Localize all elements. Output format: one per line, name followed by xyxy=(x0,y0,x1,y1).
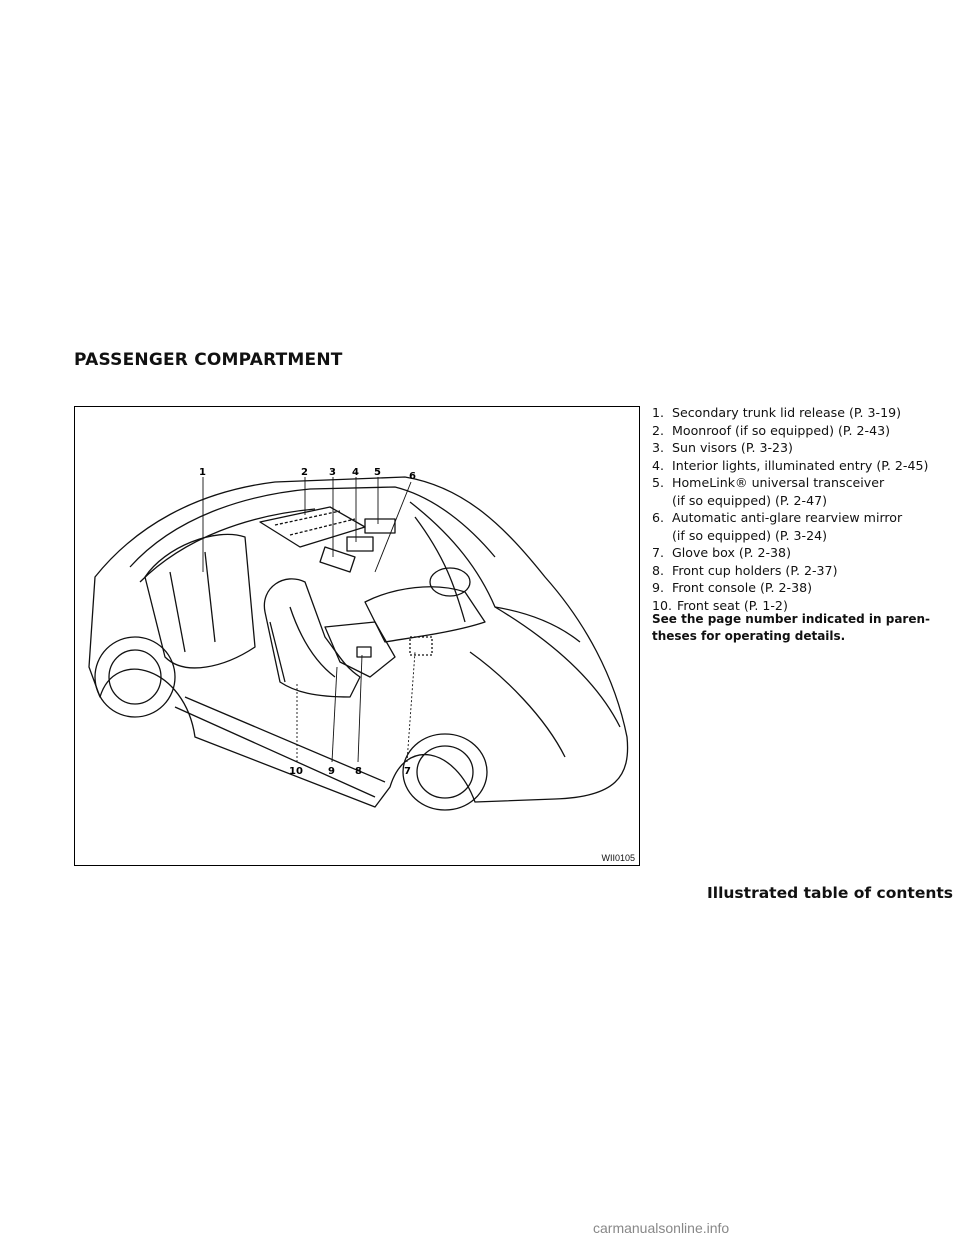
front-wheel xyxy=(402,733,488,811)
callout-1: 1 xyxy=(199,467,206,478)
cup-holder xyxy=(356,646,372,658)
rear-seat xyxy=(144,533,256,669)
legend-item: 6.Automatic anti-glare rearview mirror xyxy=(652,510,903,525)
page-footer: Illustrated table of contents0-5 xyxy=(707,883,960,903)
watermark: carmanualsonline.info xyxy=(593,1220,730,1236)
callout-4: 4 xyxy=(352,467,359,478)
callout-6: 6 xyxy=(409,471,416,482)
callout-9: 9 xyxy=(328,766,335,777)
rear-wheel xyxy=(94,636,176,718)
callout-5: 5 xyxy=(374,467,381,478)
legend-item: 8.Front cup holders (P. 2-37) xyxy=(652,562,838,578)
legend-item-continuation: (if so equipped) (P. 3-24) xyxy=(672,527,828,543)
interior-illustration: 1 2 3 4 5 6 7 8 9 10 WII0105 xyxy=(74,406,640,866)
callout-3: 3 xyxy=(329,467,336,478)
section-title: PASSENGER COMPARTMENT xyxy=(74,350,343,370)
figure-code: WII0105 xyxy=(601,853,635,863)
callout-2: 2 xyxy=(301,467,308,478)
legend-item: 4.Interior lights, illuminated entry (P.… xyxy=(652,457,929,473)
car-interior-drawing: 1 2 3 4 5 6 7 8 9 10 xyxy=(88,467,629,811)
legend-item: 1.Secondary trunk lid release (P. 3-19) xyxy=(652,405,902,420)
front-seat xyxy=(263,578,361,698)
rearview-mirror xyxy=(364,518,396,534)
callout-7: 7 xyxy=(404,766,411,777)
callout-8: 8 xyxy=(355,766,362,777)
moonroof xyxy=(259,506,366,548)
car-body-outline xyxy=(88,476,629,808)
legend-list: 1.Secondary trunk lid release (P. 3-19) … xyxy=(652,404,952,614)
homelink-unit xyxy=(346,536,374,552)
sun-visor xyxy=(319,546,356,573)
front-console xyxy=(324,621,396,678)
dashboard xyxy=(364,586,486,643)
callout-10: 10 xyxy=(289,766,303,777)
page-reference-note: See the page number indicated in paren- … xyxy=(652,612,931,643)
legend-item: 2.Moonroof (if so equipped) (P. 2-43) xyxy=(652,422,891,438)
steering-wheel xyxy=(429,567,471,597)
legend-item: 7.Glove box (P. 2-38) xyxy=(652,545,791,560)
glove-box xyxy=(409,636,433,656)
legend-item: 5.HomeLink® universal transceiver xyxy=(652,475,885,490)
legend-item-continuation: (if so equipped) (P. 2-47) xyxy=(672,492,828,508)
legend-item: 3.Sun visors (P. 3-23) xyxy=(652,440,793,455)
footer-title: Illustrated table of contents xyxy=(707,884,954,902)
legend-item: 10.Front seat (P. 1-2) xyxy=(652,597,788,613)
legend-item: 9.Front console (P. 2-38) xyxy=(652,580,813,595)
